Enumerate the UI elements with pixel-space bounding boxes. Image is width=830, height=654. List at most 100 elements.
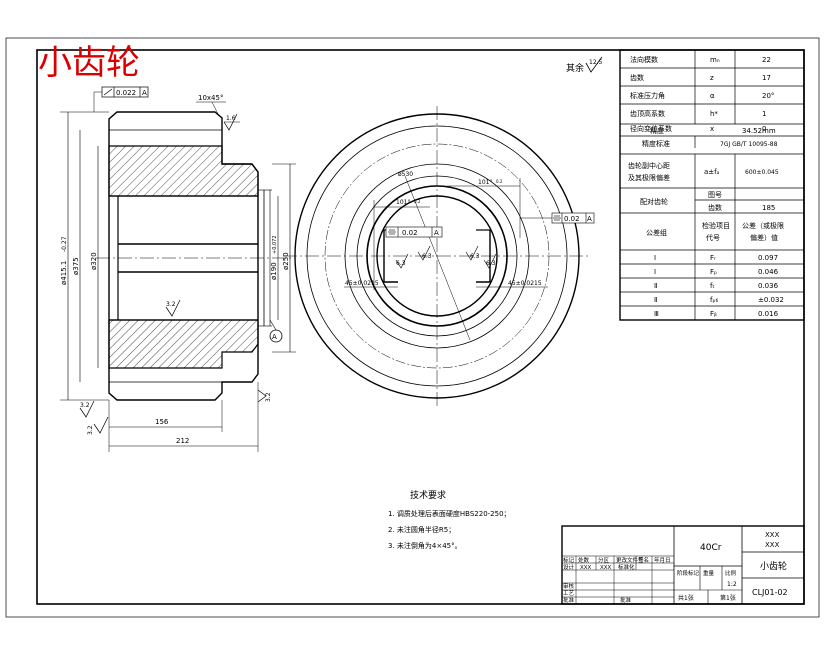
svg-text:6.3: 6.3: [422, 253, 432, 260]
tol-row-group: Ⅱ: [654, 282, 657, 290]
inner-frame: [36, 49, 805, 605]
title-block-row-label: 标记: [563, 556, 575, 564]
tech-req-item-1: 1. 调质处理后表面硬度HBS220-250；: [388, 509, 511, 518]
tol-row-group: Ⅲ: [654, 310, 659, 318]
approve-label: 批准: [563, 596, 575, 604]
svg-text:3.2: 3.2: [87, 425, 94, 435]
dim-keyway-top: 101°: [478, 179, 492, 186]
dim-keyway-left2: 101°: [396, 199, 410, 206]
param-row-value: 20°: [762, 92, 774, 100]
svg-text:3.2: 3.2: [166, 301, 176, 308]
dim-tip-dia: ø415.1: [60, 261, 68, 285]
center-label: 齿轮副中心距: [628, 161, 670, 170]
designer: XXX: [580, 565, 592, 571]
svg-text:0.022: 0.022: [116, 89, 136, 97]
svg-text:3.2: 3.2: [265, 392, 272, 402]
param-row-label: 齿顶高系数: [630, 109, 665, 118]
roughness-rest-label: 其余: [566, 62, 584, 74]
org-2: XXX: [765, 541, 780, 549]
svg-text:12.5: 12.5: [589, 59, 603, 66]
group-label: 公差组: [646, 228, 667, 237]
front-view: 101° 0.2 101° 0.2 ø530 0.02 A 0.02 A: [283, 106, 595, 406]
title-block-row-label: 年月日: [654, 556, 671, 564]
tol-row-group: Ⅱ: [654, 296, 657, 304]
dim-root-dia: ø375: [72, 257, 80, 275]
weight-label: 重量: [703, 569, 715, 577]
svg-text:0.02: 0.02: [402, 229, 418, 237]
tol-row-group: Ⅰ: [654, 268, 656, 276]
param-row-symbol: x: [710, 125, 714, 133]
section-view: ø415.1 -0.27 ø375 ø320 ø190 +0.072 ø250 …: [60, 86, 296, 452]
svg-text:A: A: [587, 215, 592, 223]
svg-text:A: A: [142, 89, 147, 97]
param-row-value: 17: [762, 74, 771, 82]
svg-text:A: A: [272, 333, 277, 341]
dim-key-right: 45±0.0215: [508, 280, 542, 287]
designer-label: 设计: [563, 563, 575, 571]
item-label2: 代号: [706, 233, 720, 242]
title-block-row-label: 处数: [578, 556, 590, 564]
process-label: 工艺: [563, 590, 575, 597]
center-label2: 及其极限偏差: [628, 173, 670, 182]
material: 40Cr: [700, 543, 722, 553]
title-block-row-label: 签名: [638, 556, 649, 564]
standard-label: 精度标准: [642, 139, 670, 148]
title-block: 标记处数分区更改文件号签名年月日 设计 XXX XXX 标准化 审核 工艺 批准…: [561, 525, 805, 605]
roughness-top-symbol: 1.6: [223, 113, 240, 131]
center-symbol: a±fₐ: [704, 168, 720, 176]
roughness-right-symbol: 3.2: [257, 389, 272, 403]
title-block-row-label: 更改文件号: [616, 556, 644, 564]
tech-req-title: 技术要求: [410, 489, 446, 501]
drawing-number: CLJ01-02: [752, 588, 788, 597]
tol-row-code: fₜ: [710, 282, 715, 290]
roughness-keyway-mid-symbol: 6.3: [417, 245, 432, 261]
runout-tolerance-frame: 0.022 A: [93, 86, 149, 112]
param-row-symbol: z: [710, 74, 714, 82]
param-row-symbol: α: [710, 92, 715, 100]
precision-label: 精度: [650, 126, 664, 135]
item-label: 检验项目: [702, 221, 730, 230]
scale-value: 1:2: [727, 581, 737, 588]
svg-text:0.02: 0.02: [564, 215, 580, 223]
dim-tip-tol: -0.27: [61, 236, 68, 252]
tol-row-code: Fₚ: [710, 268, 717, 276]
svg-text:6.3: 6.3: [486, 260, 496, 267]
roughness-bottom-left2-symbol: 3.2: [87, 416, 109, 435]
standard-value: 7GJ GB/T 10095-88: [720, 141, 778, 148]
roughness-bore-symbol: 3.2: [165, 299, 181, 317]
tol-row-value: 0.036: [758, 282, 779, 290]
mating-label: 配对齿轮: [640, 197, 668, 206]
roughness-rest-symbol: 12.5: [585, 56, 603, 73]
tol-row-code: Fᵦ: [710, 310, 717, 318]
roughness-keyway-right-symbol: 6.3: [465, 245, 480, 261]
org-1: XXX: [765, 531, 780, 539]
mating-code-label: 图号: [708, 191, 722, 199]
dim-bore-tol: +0.072: [272, 235, 278, 254]
svg-text:1.6: 1.6: [226, 115, 236, 122]
datum-a-marker: A: [269, 319, 283, 343]
precision-value: 34.52mm: [742, 127, 776, 135]
roughness-keyway-right2-symbol: 6.3: [483, 253, 497, 269]
param-row-value: 1: [762, 110, 766, 118]
dim-keyway-left2-tol: 0.2: [414, 199, 421, 204]
tol-row-value: 0.016: [758, 310, 779, 318]
svg-text:A: A: [434, 229, 439, 237]
check-label: 审核: [563, 582, 575, 590]
title-stamp: 小齿轮: [38, 43, 140, 83]
svg-text:6.3: 6.3: [470, 253, 480, 260]
scale-label: 比例: [725, 569, 737, 577]
tol-row-value: ±0.032: [758, 296, 784, 304]
total-sheets: 共1张: [678, 594, 694, 602]
tol-row-value: 0.097: [758, 254, 778, 262]
std-label: 标准化: [618, 563, 635, 571]
tech-req-item-2: 2. 未注圆角半径R5；: [388, 525, 455, 534]
param-row-symbol: h*: [710, 110, 718, 118]
dim-keyway-top-tol: 0.2: [496, 179, 503, 184]
param-row-value: 0: [762, 125, 766, 133]
dim-key-left: 45±0.0215: [345, 280, 379, 287]
svg-text:3.2: 3.2: [80, 402, 90, 409]
roughness-bottom-left-symbol: 3.2: [79, 400, 95, 418]
dim-bore-dia: ø190: [270, 262, 278, 280]
